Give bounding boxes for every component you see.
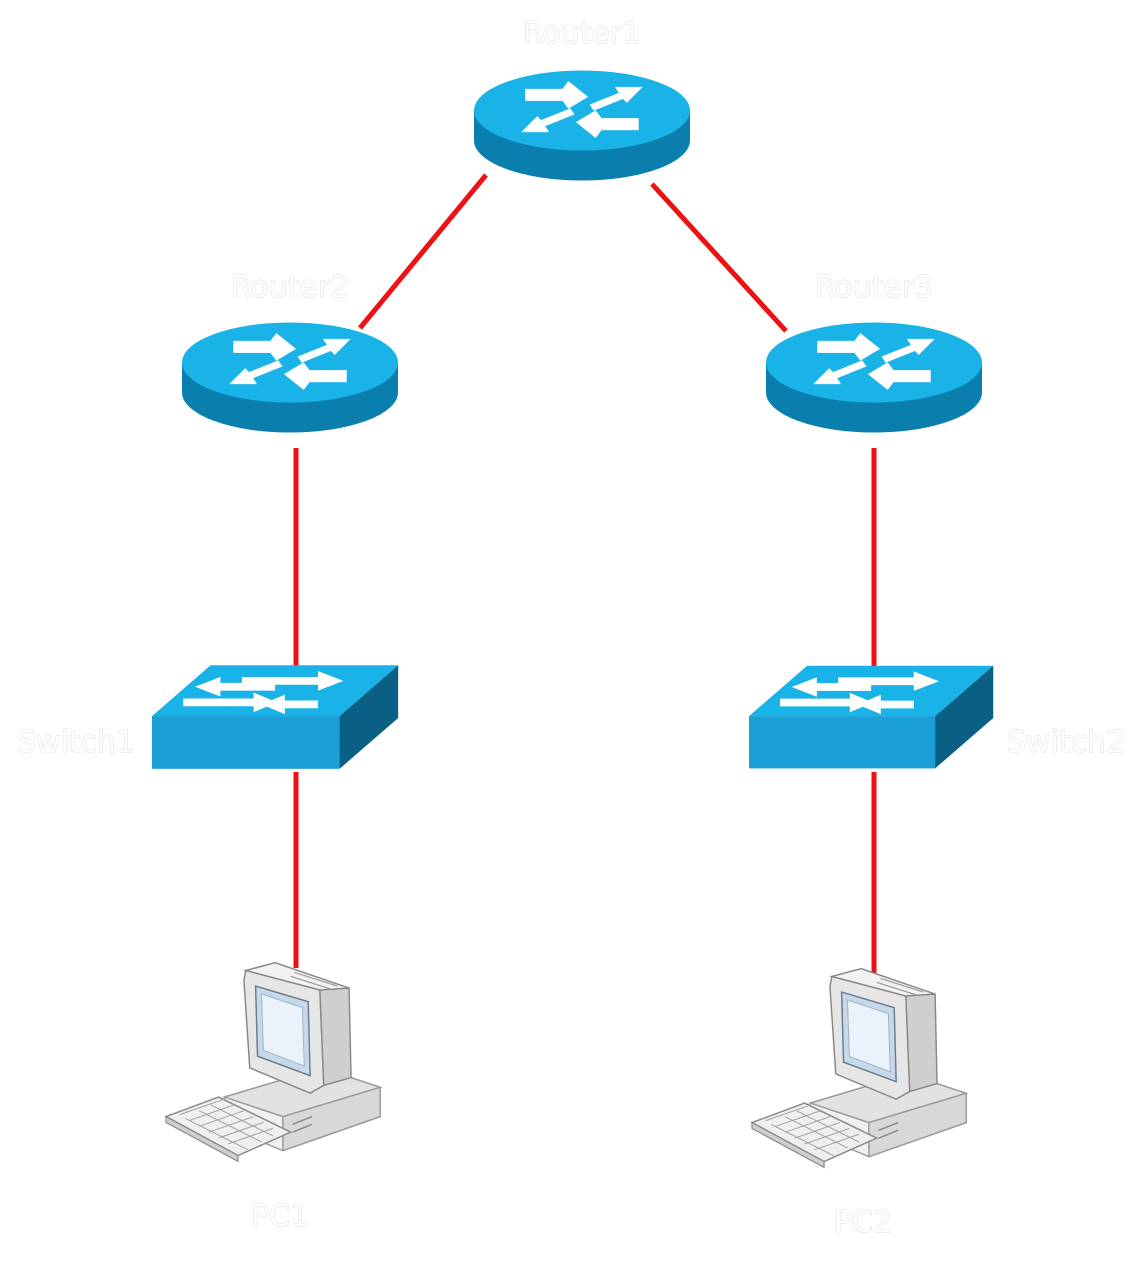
pc-icon <box>165 961 381 1163</box>
pc1-node[interactable]: PC1 <box>165 961 381 1234</box>
pc-icon <box>751 967 967 1169</box>
links <box>293 173 877 975</box>
router-icon <box>766 323 982 433</box>
router3-node[interactable]: Router3 <box>766 270 982 433</box>
pc1-label: PC1 <box>251 1199 309 1234</box>
link-router1-router2 <box>358 173 488 330</box>
router2-node[interactable]: Router2 <box>182 270 398 433</box>
switch2-label: Switch2 <box>1007 725 1125 760</box>
router1-label: Router1 <box>523 16 642 51</box>
router-icon <box>182 323 398 433</box>
router3-label: Router3 <box>815 270 934 305</box>
switch1-label: Switch1 <box>17 725 135 760</box>
switch-icon <box>749 665 994 769</box>
router-icon <box>474 71 690 181</box>
link-router1-router3 <box>650 182 788 333</box>
pc2-label: PC2 <box>834 1205 892 1240</box>
switch1-node[interactable]: Switch1 <box>16 665 399 769</box>
router1-node[interactable]: Router1 <box>474 16 690 181</box>
switch-icon <box>152 665 399 769</box>
pc2-node[interactable]: PC2 <box>751 967 967 1240</box>
router2-label: Router2 <box>231 270 350 305</box>
switch2-node[interactable]: Switch2 <box>749 665 1126 769</box>
